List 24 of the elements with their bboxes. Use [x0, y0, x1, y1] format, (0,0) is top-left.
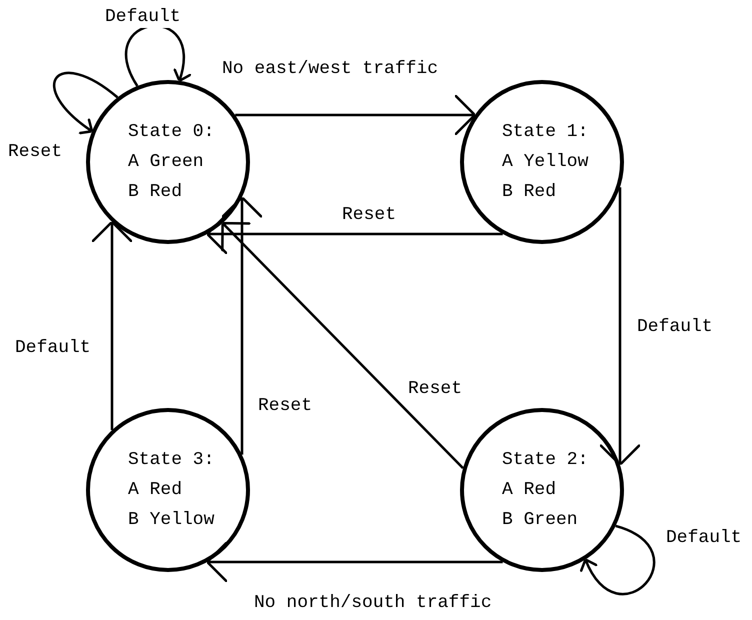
state-circle [86, 80, 250, 244]
arrow [235, 94, 476, 136]
state-text: A Green [128, 151, 204, 174]
state-circle [460, 80, 624, 244]
state-circle [86, 408, 250, 572]
self-loop-arrow [580, 524, 656, 595]
arrow [221, 222, 464, 469]
state-text: A Red [502, 479, 556, 502]
self-loop-arrow [53, 72, 118, 134]
state-text: A Red [128, 479, 182, 502]
arrow [90, 220, 134, 430]
state-text: State 1: [502, 121, 588, 144]
state-text: A Yellow [502, 151, 588, 174]
state-text: State 0: [128, 121, 214, 144]
state-text: B Green [502, 509, 578, 532]
arrow [206, 540, 503, 584]
state-text: B Red [128, 181, 182, 204]
arrow [220, 196, 264, 455]
state-text: State 2: [502, 449, 588, 472]
state-text: B Yellow [128, 509, 214, 532]
state-text: B Red [502, 181, 556, 204]
state-text: State 3: [128, 449, 214, 472]
state-circle [460, 408, 624, 572]
arrow [598, 187, 642, 466]
